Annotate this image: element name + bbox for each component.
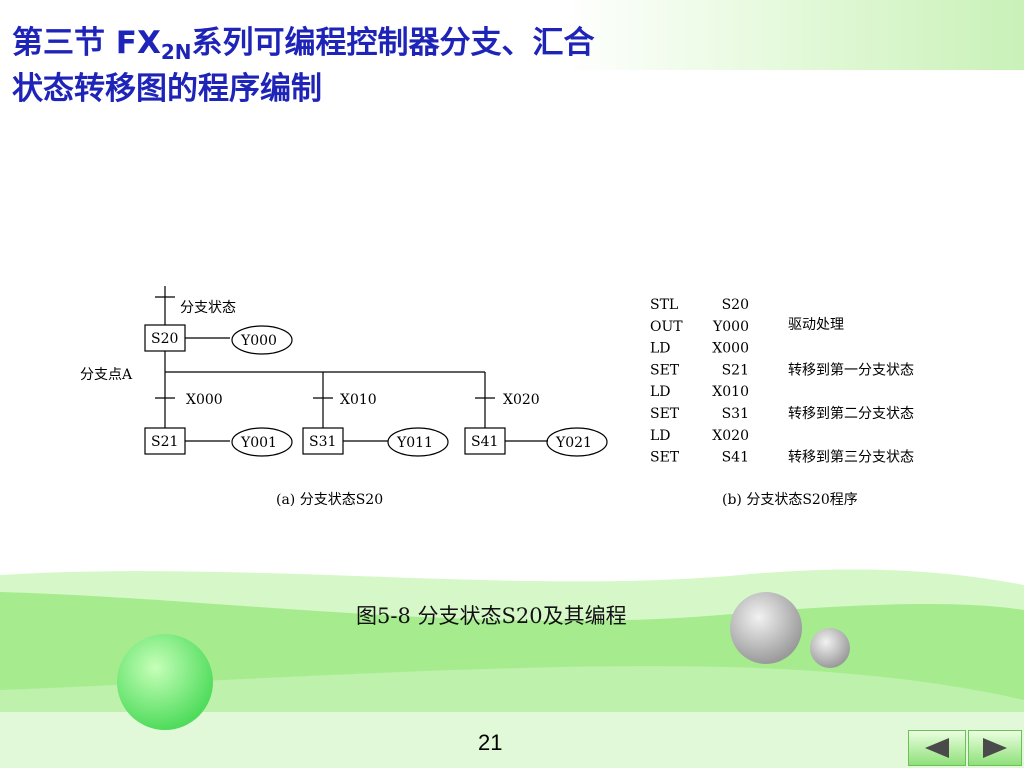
label-s41: S41 xyxy=(471,434,498,450)
figure-caption: 图5-8 分支状态S20及其编程 xyxy=(356,604,627,628)
label-y000: Y000 xyxy=(240,333,277,349)
title-fx: FX xyxy=(115,25,161,61)
label-x010: X010 xyxy=(340,392,377,408)
page-number: 21 xyxy=(478,730,503,755)
next-slide-button[interactable] xyxy=(968,730,1022,766)
program-arg: S21 xyxy=(722,362,749,378)
program-arg: X020 xyxy=(712,428,749,444)
title-line2: 状态转移图的程序编制 xyxy=(12,71,322,107)
coil-y021 xyxy=(546,427,608,457)
program-op: LD xyxy=(650,341,671,357)
program-arg: X000 xyxy=(712,341,749,357)
program-op: LD xyxy=(650,428,671,444)
label-s20: S20 xyxy=(151,331,178,347)
label-x000: X000 xyxy=(186,392,223,408)
triangle-left-icon xyxy=(925,738,949,758)
program-arg: S20 xyxy=(722,297,749,313)
program-arg: S41 xyxy=(722,450,749,466)
program-op: SET xyxy=(650,362,680,378)
label-y011: Y011 xyxy=(396,435,433,451)
decorative-ball-green xyxy=(117,634,213,730)
program-arg: S31 xyxy=(722,406,749,422)
figure-diagram: 分支状态 S20 Y000 分支点A X000 X010 X020 S21 S3… xyxy=(80,286,914,508)
caption-a: (a) 分支状态S20 xyxy=(276,492,383,508)
label-x020: X020 xyxy=(503,392,540,408)
program-op: SET xyxy=(650,406,680,422)
program-arg: Y000 xyxy=(712,319,749,335)
coil-y001 xyxy=(231,427,293,457)
program-op: OUT xyxy=(650,319,683,335)
coil-y011 xyxy=(387,427,449,457)
label-branch-point: 分支点A xyxy=(80,367,133,383)
prev-slide-button[interactable] xyxy=(908,730,966,766)
title-line1: 第三节 FX2N系列可编程控制器分支、汇合 xyxy=(12,25,595,64)
program-op: SET xyxy=(650,450,680,466)
top-gradient-band xyxy=(0,0,1024,70)
label-s21: S21 xyxy=(151,434,178,450)
label-branch-state: 分支状态 xyxy=(180,300,236,316)
decorative-waves xyxy=(0,569,1024,768)
decorative-ball-gray-small xyxy=(810,628,850,668)
program-op: LD xyxy=(650,384,671,400)
program-comment: 驱动处理 xyxy=(788,317,844,333)
program-arg: X010 xyxy=(712,384,749,400)
title-fx-subscript: 2N xyxy=(160,40,192,64)
coil-y000 xyxy=(231,325,293,355)
program-comment: 转移到第一分支状态 xyxy=(788,361,914,378)
label-y021: Y021 xyxy=(555,435,592,451)
triangle-right-icon xyxy=(983,738,1007,758)
label-y001: Y001 xyxy=(240,435,277,451)
decorative-ball-gray-large xyxy=(730,592,802,664)
program-comment: 转移到第二分支状态 xyxy=(788,405,914,422)
program-op: STL xyxy=(650,297,678,313)
program-comment: 转移到第三分支状态 xyxy=(788,449,914,466)
label-s31: S31 xyxy=(309,434,336,450)
caption-b: (b) 分支状态S20程序 xyxy=(722,492,858,508)
slide-title: 第三节 FX2N系列可编程控制器分支、汇合 状态转移图的程序编制 xyxy=(12,20,595,112)
